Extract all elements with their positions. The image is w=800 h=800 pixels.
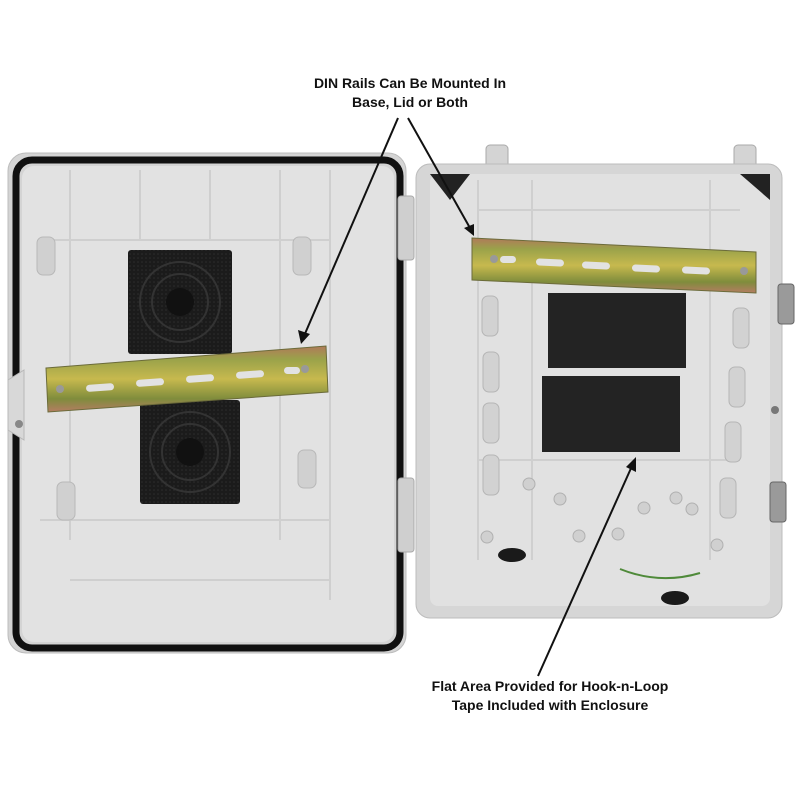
annotation-arrows xyxy=(298,117,636,677)
ground-wire xyxy=(619,568,701,580)
hook-loop-annotation: Flat Area Provided for Hook-n-Loop Tape … xyxy=(395,677,705,715)
cable-gland-left xyxy=(498,548,526,562)
din-rail-annotation: DIN Rails Can Be Mounted In Base, Lid or… xyxy=(275,74,545,112)
din-rail-annotation-line1: DIN Rails Can Be Mounted In xyxy=(313,75,507,91)
din-rail-lid xyxy=(45,345,329,413)
hook-loop-pad-bottom xyxy=(542,376,680,452)
lid xyxy=(7,152,415,654)
cable-gland-right xyxy=(661,591,689,605)
fan-top xyxy=(128,250,232,354)
hook-loop-annotation-line1: Flat Area Provided for Hook-n-Loop xyxy=(431,678,669,694)
fan-bottom xyxy=(140,400,240,504)
base xyxy=(415,144,795,619)
hook-loop-pad-top xyxy=(548,293,686,368)
din-rail-base xyxy=(471,237,757,294)
din-rail-annotation-line2: Base, Lid or Both xyxy=(352,94,468,110)
hook-loop-annotation-line2: Tape Included with Enclosure xyxy=(451,697,649,713)
